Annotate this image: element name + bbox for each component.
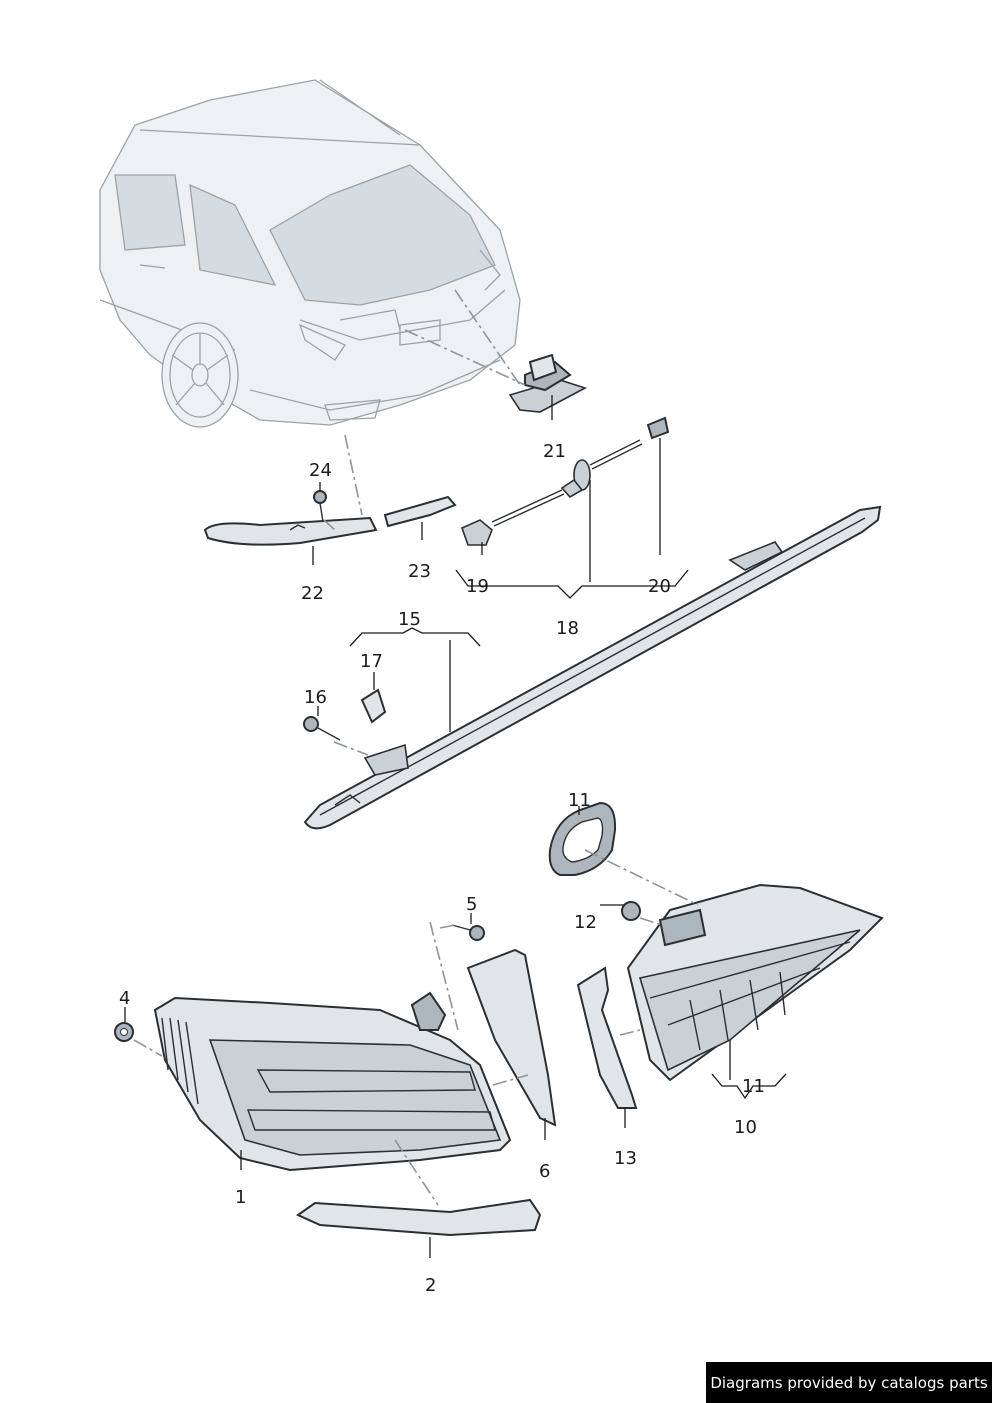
part-5-screw bbox=[451, 924, 485, 941]
part-12-nut bbox=[621, 901, 641, 921]
part-22-trim-strip bbox=[203, 516, 378, 546]
car-illustration bbox=[99, 79, 521, 428]
callout-18: 18 bbox=[556, 618, 579, 639]
callout-12: 12 bbox=[574, 912, 597, 933]
callout-16: 16 bbox=[304, 687, 327, 708]
callout-13: 13 bbox=[614, 1148, 637, 1169]
part-17-clip bbox=[360, 688, 387, 724]
part-21-license-plate-light bbox=[508, 353, 588, 413]
callout-21: 21 bbox=[543, 441, 566, 462]
part-23-trim-strip bbox=[383, 495, 457, 528]
callout-11-assembly: 11 bbox=[742, 1076, 765, 1097]
part-16-screw bbox=[303, 716, 341, 741]
callout-19: 19 bbox=[466, 576, 489, 597]
part-18-wiring-harness bbox=[491, 416, 670, 527]
callout-24: 24 bbox=[309, 460, 332, 481]
assembly-lines bbox=[133, 289, 699, 1206]
callout-15: 15 bbox=[398, 609, 421, 630]
callout-17: 17 bbox=[360, 651, 383, 672]
callout-5: 5 bbox=[466, 894, 477, 915]
callout-labels: 21 24 23 22 19 20 18 15 17 16 11 12 5 4 … bbox=[119, 441, 765, 1296]
part-15-tailgate-light-bar bbox=[303, 505, 882, 830]
callout-22: 22 bbox=[301, 583, 324, 604]
part-4-nut bbox=[114, 1022, 134, 1042]
part-11-gasket bbox=[548, 801, 617, 876]
leader-lines bbox=[124, 395, 787, 1258]
part-1-outer-tail-light bbox=[153, 991, 512, 1172]
part-10-inner-tail-light bbox=[626, 883, 884, 1082]
callout-20: 20 bbox=[648, 576, 671, 597]
part-2-lower-trim bbox=[295, 1198, 542, 1237]
callout-11-gasket: 11 bbox=[568, 790, 591, 811]
callout-1: 1 bbox=[235, 1187, 246, 1208]
callout-6: 6 bbox=[539, 1161, 550, 1182]
callout-4: 4 bbox=[119, 988, 130, 1009]
part-6-trim bbox=[466, 948, 557, 1127]
callout-2: 2 bbox=[425, 1275, 436, 1296]
watermark-banner: Diagrams provided by catalogs parts bbox=[706, 1362, 992, 1403]
callout-23: 23 bbox=[408, 561, 431, 582]
callout-10: 10 bbox=[734, 1117, 757, 1138]
part-13-trim bbox=[576, 966, 638, 1109]
part-19-socket bbox=[460, 519, 493, 546]
part-24-screw bbox=[313, 490, 327, 523]
